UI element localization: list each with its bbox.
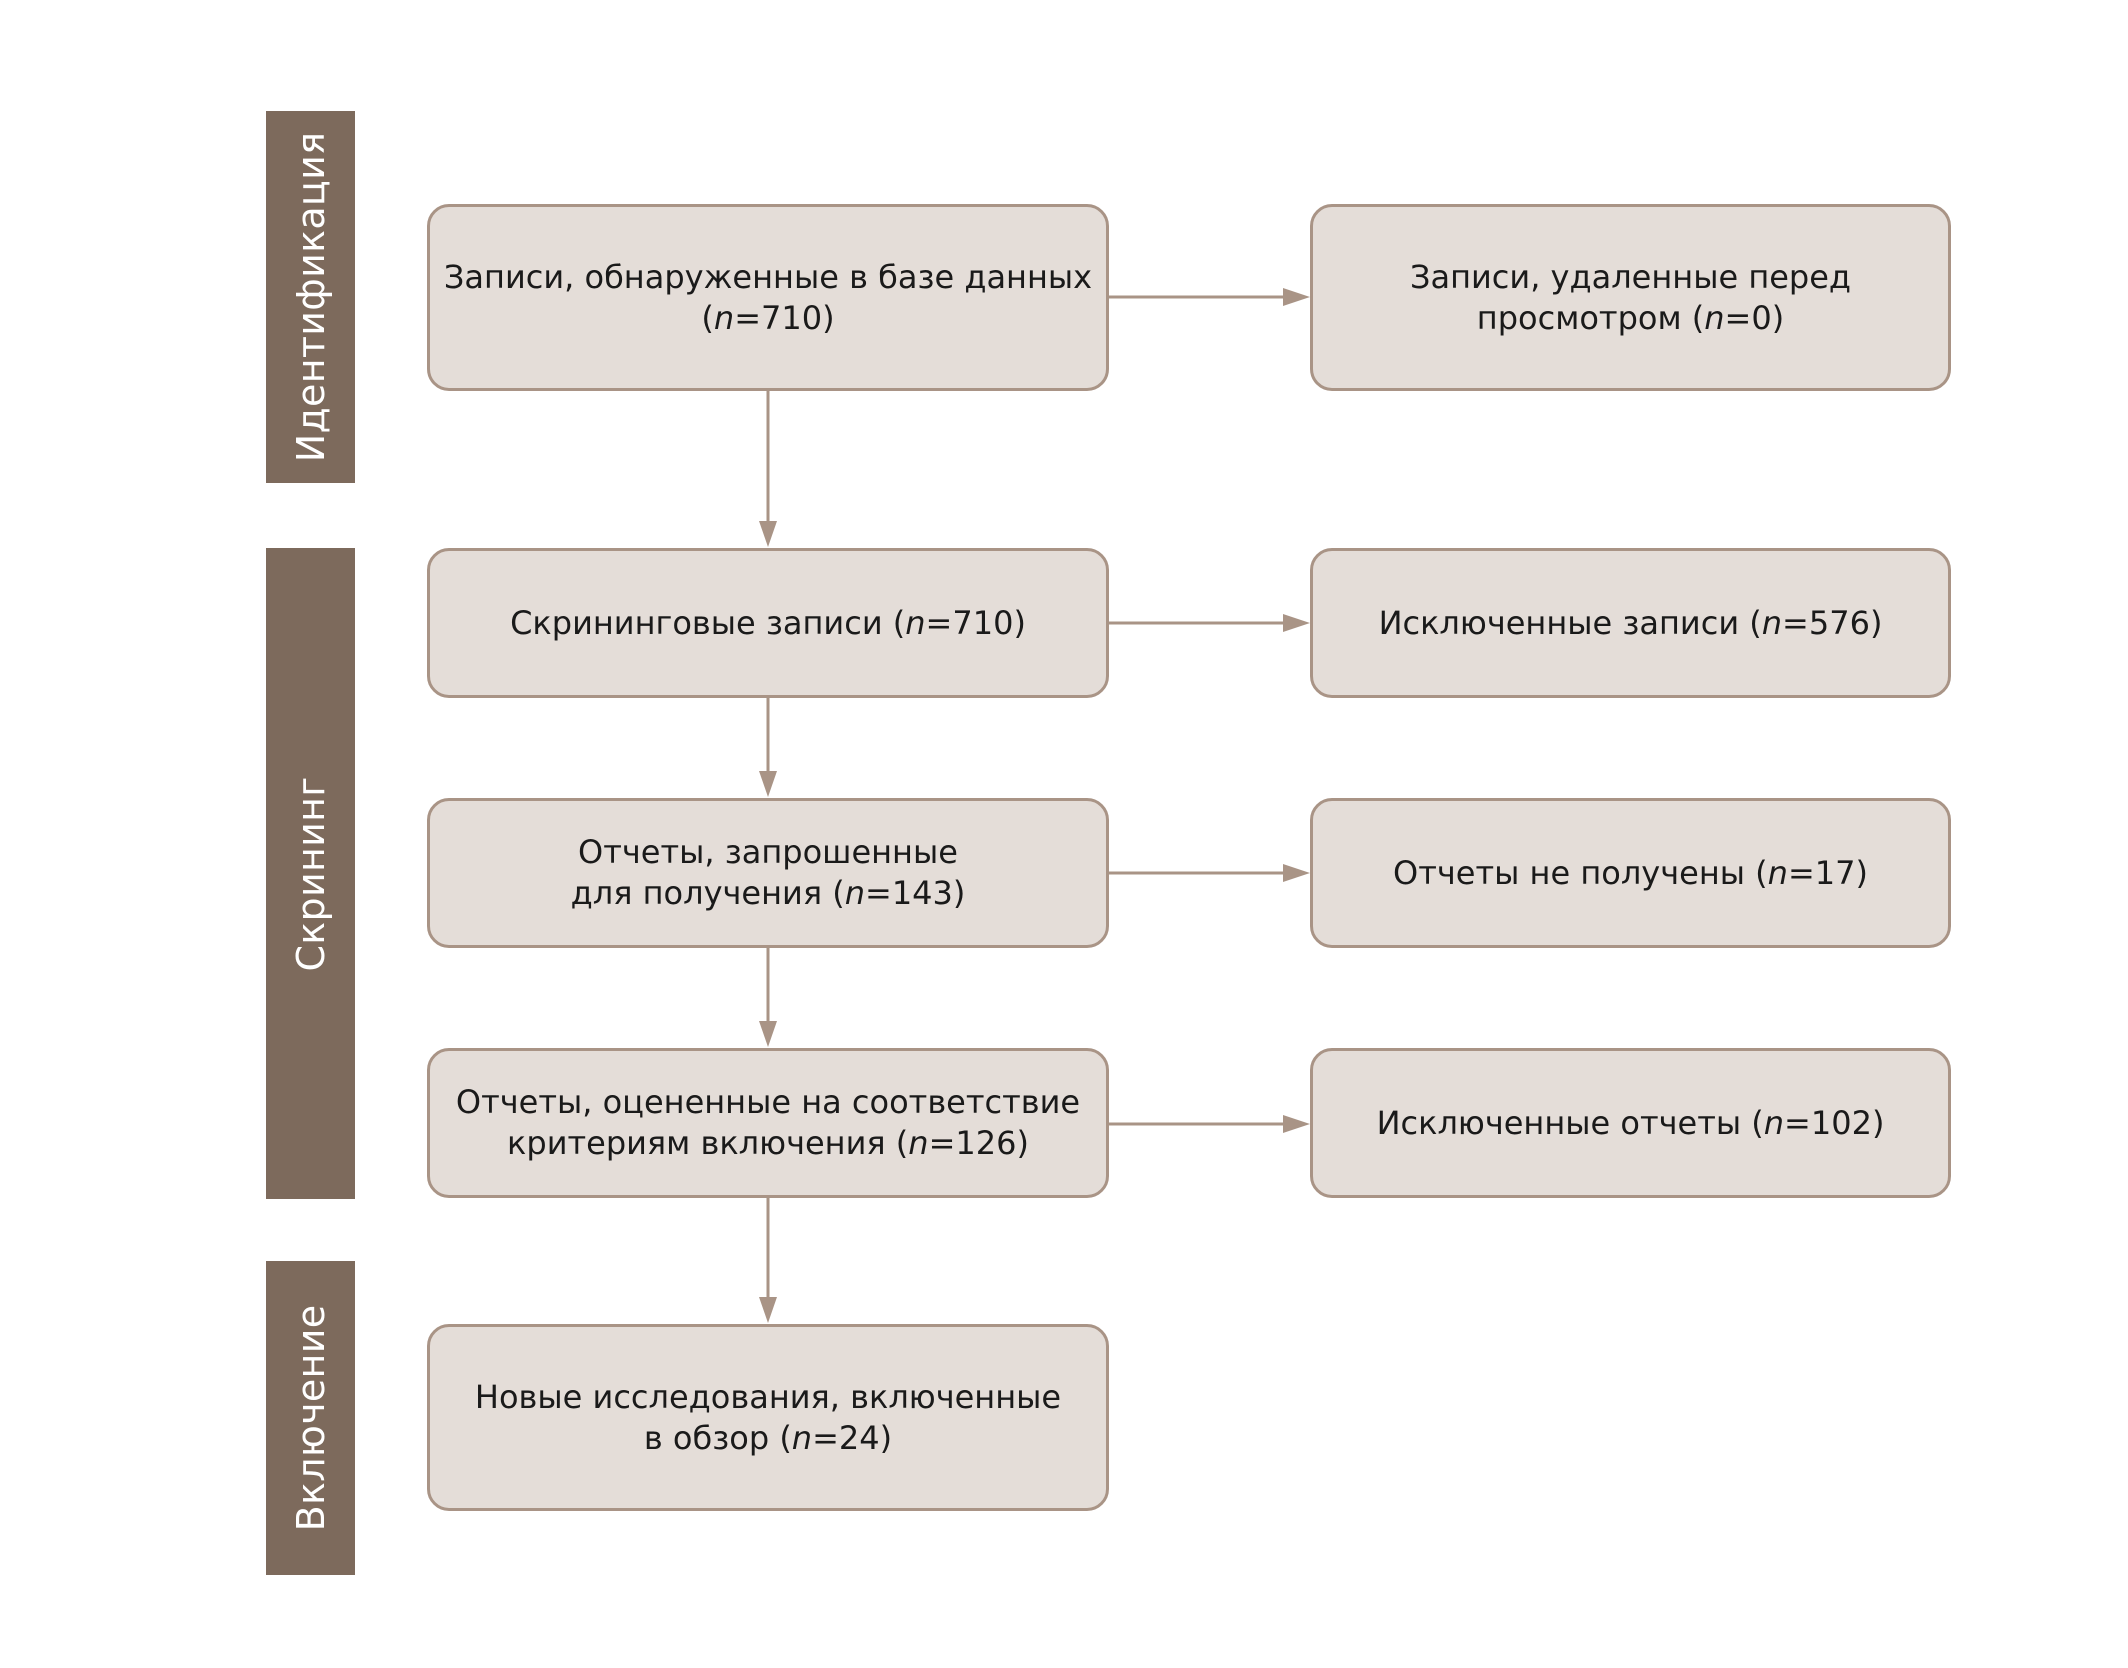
box-line: Отчеты, запрошенные (571, 832, 966, 873)
box-text: Исключенные записи (n=576) (1379, 603, 1883, 644)
box-line-text: Отчеты не получены ( (1393, 853, 1768, 892)
arrowhead-identified-to-screened (759, 521, 777, 547)
arrowhead-sought-to-assessed (759, 1021, 777, 1047)
box-line: Скрининговые записи (n=710) (510, 603, 1026, 644)
phase-bar-included: Включение (266, 1261, 355, 1575)
phase-bar-identification: Идентификация (266, 111, 355, 483)
arrowhead-sought-to-not-retrieved (1283, 864, 1310, 882)
count-variable: n (1761, 603, 1783, 642)
box-line-text: Исключенные отчеты ( (1376, 1103, 1764, 1142)
box-records-identified: Записи, обнаруженные в базе данных(n=710… (427, 204, 1109, 391)
box-line: (n=710) (444, 298, 1092, 339)
count-value: =102) (1784, 1103, 1885, 1142)
arrowhead-screened-to-sought (759, 771, 777, 797)
box-line-text: Отчеты, оцененные на соответствие (455, 1083, 1081, 1121)
count-value: =17) (1787, 853, 1868, 892)
box-line: Отчеты, оцененные на соответствие (456, 1082, 1080, 1123)
count-variable: n (908, 1124, 929, 1162)
box-text: Скрининговые записи (n=710) (510, 603, 1026, 644)
count-variable: n (844, 874, 865, 912)
box-reports-not-retrieved: Отчеты не получены (n=17) (1310, 798, 1951, 948)
count-value: =143) (865, 874, 966, 912)
box-line: Исключенные записи (n=576) (1379, 603, 1883, 644)
box-text: Исключенные отчеты (n=102) (1377, 1103, 1885, 1144)
box-line: критериям включения (n=126) (456, 1123, 1080, 1164)
count-value: =710) (925, 603, 1026, 642)
phase-bar-screening: Скрининг (266, 548, 355, 1199)
box-line-text: Новые исследования, включенные (474, 1377, 1062, 1416)
box-line: Записи, обнаруженные в базе данных (444, 257, 1092, 298)
vertical-arrows (759, 391, 777, 1323)
box-text: Записи, обнаруженные в базе данных(n=710… (444, 257, 1092, 339)
box-line-text: Отчеты, запрошенные (578, 833, 958, 871)
count-value: =576) (1782, 603, 1883, 642)
count-variable: n (1704, 298, 1725, 337)
box-line-text: критериям включения ( (507, 1124, 909, 1162)
count-value: =126) (928, 1124, 1029, 1162)
box-line: Исключенные отчеты (n=102) (1377, 1103, 1885, 1144)
count-value: =24) (812, 1418, 893, 1457)
count-variable: n (905, 603, 926, 642)
box-line-text: для получения ( (570, 874, 845, 912)
box-line: для получения (n=143) (571, 873, 966, 914)
count-variable: n (791, 1418, 813, 1457)
count-value: =710) (734, 298, 835, 337)
count-variable: n (713, 298, 735, 337)
box-reports-excluded: Исключенные отчеты (n=102) (1310, 1048, 1951, 1198)
box-line: в обзор (n=24) (475, 1418, 1061, 1459)
count-value: =0) (1724, 298, 1785, 337)
arrowhead-screened-to-excluded (1283, 614, 1310, 632)
box-line-text: Скрининговые записи ( (510, 603, 906, 642)
arrowhead-identified-to-removed (1283, 288, 1310, 306)
box-text: Отчеты не получены (n=17) (1393, 853, 1868, 894)
box-line: Отчеты не получены (n=17) (1393, 853, 1868, 894)
box-line-text: Записи, обнаруженные в базе данных (443, 257, 1093, 296)
box-records-excluded: Исключенные записи (n=576) (1310, 548, 1951, 698)
box-line: Новые исследования, включенные (475, 1377, 1061, 1418)
box-line-text: Исключенные записи ( (1378, 603, 1762, 642)
arrowhead-assessed-to-excluded (1283, 1115, 1310, 1133)
box-line-text: в обзор ( (643, 1418, 792, 1457)
box-line-text: просмотром ( (1476, 298, 1705, 337)
box-records-screened: Скрининговые записи (n=710) (427, 548, 1109, 698)
box-line: Записи, удаленные перед (1410, 257, 1851, 298)
box-line-text: ( (701, 298, 714, 337)
count-variable: n (1763, 1103, 1785, 1142)
horizontal-arrows (1108, 288, 1310, 1133)
box-line-text: Записи, удаленные перед (1409, 257, 1852, 296)
count-variable: n (1767, 853, 1788, 892)
arrowhead-assessed-to-included (759, 1297, 777, 1323)
box-line: просмотром (n=0) (1410, 298, 1851, 339)
